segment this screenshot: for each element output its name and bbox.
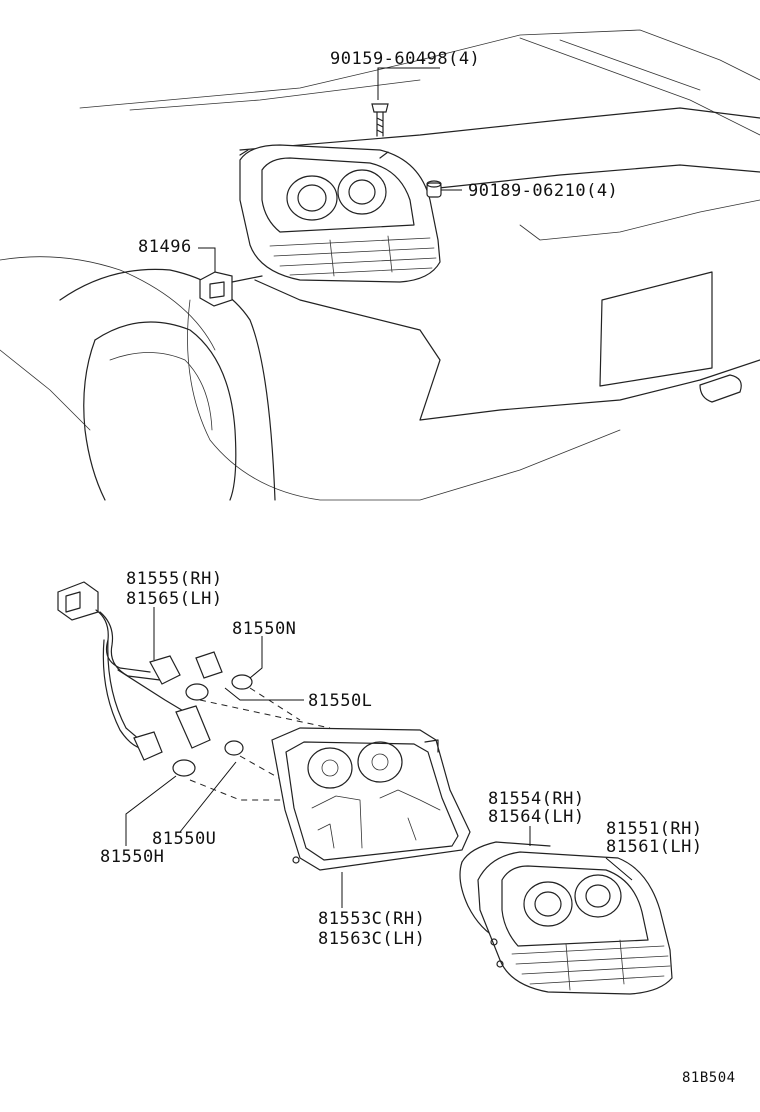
label-lens-rh: 81551(RH) [606,819,703,839]
headlamp-housing [271,727,471,871]
label-gasket-rh: 81554(RH) [488,789,585,809]
label-nut: 90189-06210(4) [468,181,618,201]
label-bracket: 81496 [138,237,192,257]
label-bulb-h: 81550H [100,847,164,867]
label-wiring-rh: 81555(RH) [126,569,223,589]
installed-headlamp [239,144,441,283]
label-bulb-u: 81550U [152,829,216,849]
label-bulb-l: 81550L [308,691,372,711]
nut-part [426,180,442,198]
label-wiring-lh: 81565(LH) [126,589,223,609]
wiring-harness [57,581,223,761]
label-gasket-lh: 81564(LH) [488,807,585,827]
label-lens-lh: 81561(LH) [606,837,703,857]
headlamp-lens [477,851,673,995]
screw-part [371,103,389,137]
figure-code: 81B504 [682,1070,736,1086]
label-housing-rh: 81553C(RH) [318,909,425,929]
bracket-part [199,271,263,307]
bulbs [172,674,253,777]
label-screw: 90159-60498(4) [330,49,480,69]
label-housing-lh: 81563C(LH) [318,929,425,949]
label-bulb-n: 81550N [232,619,296,639]
